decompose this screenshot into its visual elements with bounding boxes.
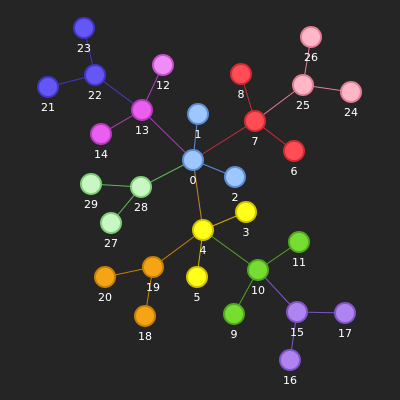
node-label: 15 — [290, 326, 304, 339]
node-9[interactable]: 9 — [223, 303, 245, 341]
node-circle[interactable] — [300, 26, 322, 48]
node-label: 4 — [200, 244, 207, 257]
node-circle[interactable] — [288, 231, 310, 253]
node-circle[interactable] — [37, 76, 59, 98]
node-25[interactable]: 25 — [292, 74, 314, 112]
node-label: 22 — [88, 89, 102, 102]
node-label: 3 — [243, 226, 250, 239]
nodes-layer: 0123456789101112131415161718192021222324… — [37, 17, 362, 387]
node-label: 6 — [291, 165, 298, 178]
node-circle[interactable] — [80, 173, 102, 195]
node-label: 2 — [232, 191, 239, 204]
node-circle[interactable] — [182, 149, 204, 171]
node-circle[interactable] — [94, 266, 116, 288]
node-14[interactable]: 14 — [90, 123, 112, 161]
node-label: 11 — [292, 256, 306, 269]
node-label: 1 — [195, 128, 202, 141]
node-label: 27 — [104, 237, 118, 250]
node-label: 17 — [338, 327, 352, 340]
node-8[interactable]: 8 — [230, 63, 252, 101]
edge-0-13 — [141, 109, 194, 161]
node-6[interactable]: 6 — [283, 140, 305, 178]
edge-0-4 — [192, 159, 204, 231]
node-label: 13 — [135, 124, 149, 137]
node-label: 21 — [41, 101, 55, 114]
node-12[interactable]: 12 — [152, 54, 174, 92]
node-19[interactable]: 19 — [142, 256, 164, 294]
node-circle[interactable] — [186, 266, 208, 288]
node-13[interactable]: 13 — [131, 99, 153, 137]
node-2[interactable]: 2 — [224, 166, 246, 204]
node-24[interactable]: 24 — [340, 81, 362, 119]
node-circle[interactable] — [230, 63, 252, 85]
node-label: 9 — [231, 328, 238, 341]
node-label: 28 — [134, 201, 148, 214]
node-circle[interactable] — [283, 140, 305, 162]
node-11[interactable]: 11 — [288, 231, 310, 269]
node-circle[interactable] — [134, 305, 156, 327]
node-circle[interactable] — [279, 349, 301, 371]
node-label: 18 — [138, 330, 152, 343]
node-label: 23 — [77, 42, 91, 55]
node-3[interactable]: 3 — [235, 201, 257, 239]
node-label: 7 — [252, 135, 259, 148]
node-circle[interactable] — [187, 103, 209, 125]
node-circle[interactable] — [235, 201, 257, 223]
node-circle[interactable] — [223, 303, 245, 325]
node-17[interactable]: 17 — [334, 302, 356, 340]
node-label: 19 — [146, 281, 160, 294]
node-circle[interactable] — [292, 74, 314, 96]
node-circle[interactable] — [224, 166, 246, 188]
node-label: 20 — [98, 291, 112, 304]
edge-0-7 — [192, 120, 256, 161]
node-18[interactable]: 18 — [134, 305, 156, 343]
node-circle[interactable] — [244, 110, 266, 132]
node-label: 5 — [194, 291, 201, 304]
node-23[interactable]: 23 — [73, 17, 95, 55]
node-circle[interactable] — [130, 176, 152, 198]
node-circle[interactable] — [84, 64, 106, 86]
node-28[interactable]: 28 — [130, 176, 152, 214]
node-circle[interactable] — [131, 99, 153, 121]
node-label: 10 — [251, 284, 265, 297]
node-label: 24 — [344, 106, 358, 119]
node-15[interactable]: 15 — [286, 301, 308, 339]
node-5[interactable]: 5 — [186, 266, 208, 304]
node-circle[interactable] — [100, 212, 122, 234]
node-4[interactable]: 4 — [192, 219, 214, 257]
node-10[interactable]: 10 — [247, 259, 269, 297]
edge-4-10 — [202, 229, 259, 271]
node-21[interactable]: 21 — [37, 76, 59, 114]
node-circle[interactable] — [192, 219, 214, 241]
node-7[interactable]: 7 — [244, 110, 266, 148]
node-circle[interactable] — [334, 302, 356, 324]
node-circle[interactable] — [340, 81, 362, 103]
node-circle[interactable] — [247, 259, 269, 281]
node-20[interactable]: 20 — [94, 266, 116, 304]
node-circle[interactable] — [152, 54, 174, 76]
node-26[interactable]: 26 — [300, 26, 322, 64]
node-22[interactable]: 22 — [84, 64, 106, 102]
node-1[interactable]: 1 — [187, 103, 209, 141]
node-circle[interactable] — [286, 301, 308, 323]
node-0[interactable]: 0 — [182, 149, 204, 187]
node-label: 14 — [94, 148, 108, 161]
node-label: 26 — [304, 51, 318, 64]
node-label: 0 — [190, 174, 197, 187]
node-circle[interactable] — [73, 17, 95, 39]
node-circle[interactable] — [90, 123, 112, 145]
node-29[interactable]: 29 — [80, 173, 102, 211]
node-label: 16 — [283, 374, 297, 387]
node-27[interactable]: 27 — [100, 212, 122, 250]
node-label: 25 — [296, 99, 310, 112]
node-label: 29 — [84, 198, 98, 211]
node-label: 8 — [238, 88, 245, 101]
node-circle[interactable] — [142, 256, 164, 278]
node-16[interactable]: 16 — [279, 349, 301, 387]
node-label: 12 — [156, 79, 170, 92]
